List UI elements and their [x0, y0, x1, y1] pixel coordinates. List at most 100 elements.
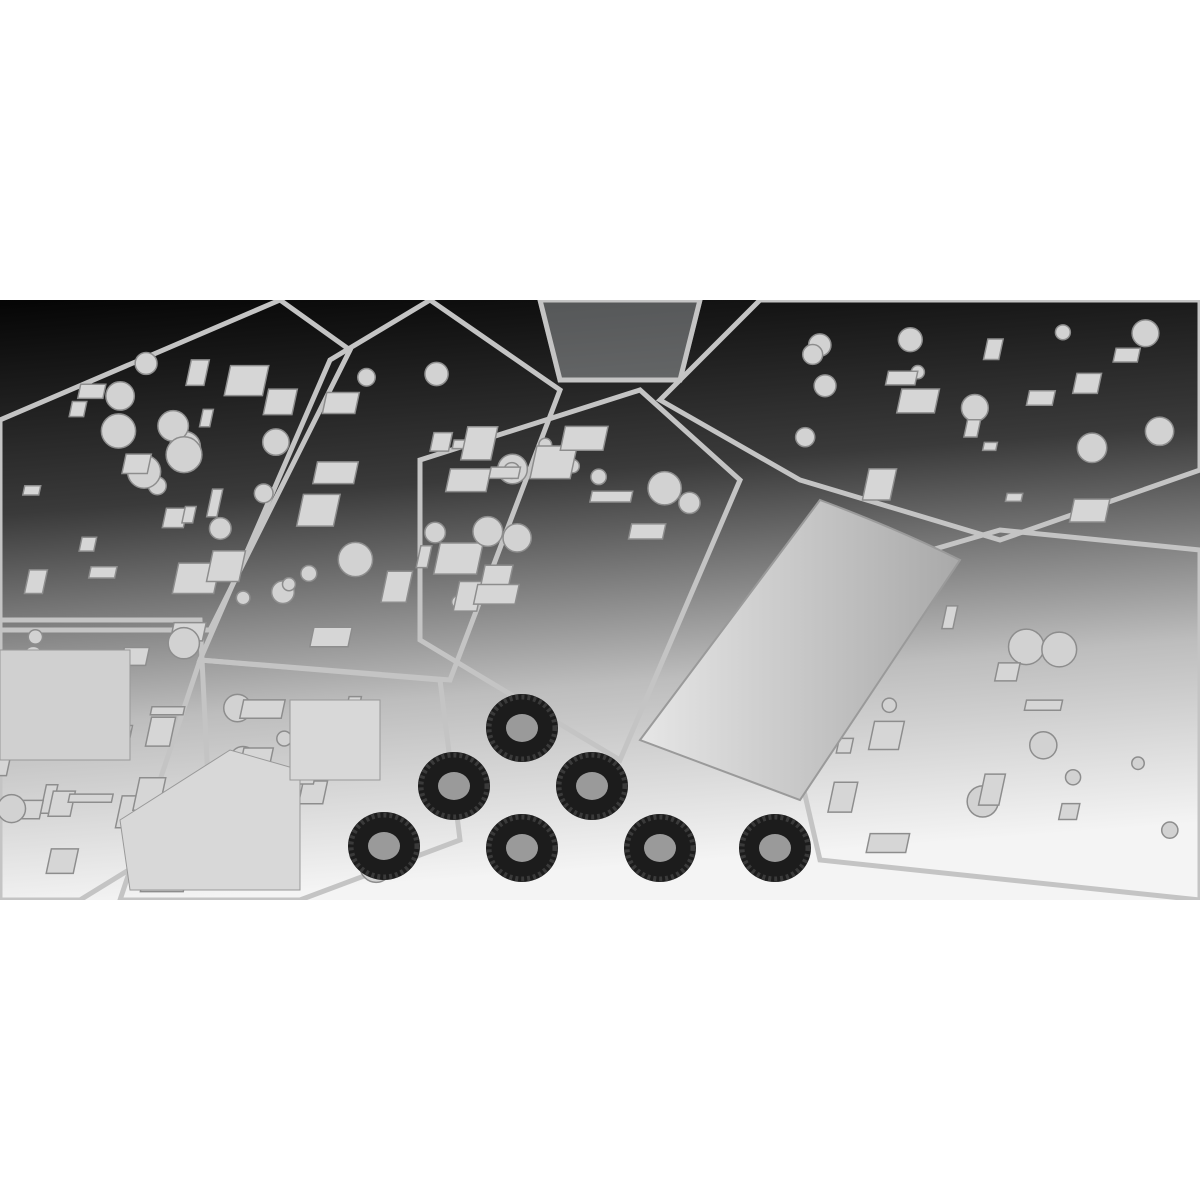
sprue-frame: [655, 300, 1200, 543]
part-round: [134, 351, 158, 376]
part-block: [963, 419, 982, 438]
tire: [486, 694, 558, 762]
part-round: [105, 380, 136, 411]
tire-hole: [576, 772, 608, 800]
tire-tread: [556, 752, 628, 820]
part-round: [253, 483, 274, 504]
part-block: [559, 425, 609, 451]
part-block: [867, 720, 906, 751]
hull-panel-part: [119, 749, 301, 891]
part-block: [444, 468, 492, 493]
part-round: [356, 367, 377, 387]
tire-hole: [438, 772, 470, 800]
part-round: [100, 413, 137, 449]
part-block: [21, 484, 42, 496]
sprue-frame: [537, 300, 703, 383]
part-block: [1112, 347, 1142, 363]
part-block: [827, 781, 859, 813]
part-block: [1057, 802, 1081, 821]
part-round: [1160, 821, 1179, 840]
tire-tread: [739, 814, 811, 882]
part-block: [262, 388, 299, 416]
part-round: [1054, 324, 1072, 341]
part-block: [1071, 372, 1103, 395]
part-round: [208, 516, 232, 541]
tires: [348, 694, 811, 882]
part-block: [1068, 498, 1111, 523]
part-block: [982, 338, 1005, 361]
part-round: [1076, 432, 1108, 464]
part-block: [185, 359, 211, 387]
sprue-frame: [417, 387, 744, 764]
sprue-frames: [0, 300, 1200, 900]
part-block: [76, 383, 107, 400]
part-block: [1023, 699, 1064, 711]
part-block: [977, 773, 1007, 806]
part-round: [0, 793, 27, 824]
part-round: [261, 428, 290, 457]
part-round: [1131, 756, 1145, 771]
part-round: [424, 361, 449, 387]
tire: [739, 814, 811, 882]
part-block: [993, 662, 1022, 682]
part-round: [1064, 768, 1082, 786]
canopy-cover-part: [638, 498, 962, 802]
part-round: [897, 326, 923, 353]
part-block: [861, 468, 898, 501]
tire: [556, 752, 628, 820]
part-block: [1025, 389, 1057, 407]
tire: [348, 812, 420, 880]
part-block: [415, 544, 433, 569]
part-block: [429, 431, 454, 452]
tire: [486, 814, 558, 882]
tire-hole: [506, 834, 538, 862]
part-block: [588, 490, 634, 503]
part-block: [1004, 492, 1024, 503]
tire: [418, 752, 490, 820]
part-block: [884, 370, 919, 386]
part-block: [895, 388, 941, 414]
part-block: [940, 605, 959, 630]
part-block: [78, 536, 98, 552]
part-round: [813, 374, 837, 398]
part-round: [167, 626, 201, 660]
part-block: [459, 426, 499, 461]
part-block: [149, 705, 186, 716]
part-block: [981, 441, 999, 452]
part-block: [23, 569, 49, 595]
tire-tread: [486, 694, 558, 762]
sprue-frame: [0, 300, 354, 633]
tire-tread: [624, 814, 696, 882]
part-round: [794, 426, 816, 448]
part-round: [881, 697, 898, 714]
part-round: [590, 468, 608, 486]
box-part: [289, 699, 381, 781]
part-block: [472, 583, 521, 605]
part-block: [865, 832, 911, 854]
tire-tread: [486, 814, 558, 882]
part-block: [121, 453, 153, 475]
part-round: [1029, 730, 1058, 760]
part-round: [1131, 319, 1160, 348]
part-block: [68, 400, 88, 418]
part-block: [180, 505, 198, 524]
part-round: [300, 564, 318, 583]
tire-hole: [368, 832, 400, 860]
tire-hole: [506, 714, 538, 742]
tire-tread: [418, 752, 490, 820]
part-round: [165, 436, 203, 474]
part-block: [297, 780, 329, 805]
tire-hole: [644, 834, 676, 862]
part-round: [1041, 631, 1078, 668]
part-block: [67, 793, 115, 803]
tire-tread: [348, 812, 420, 880]
part-block: [45, 848, 80, 875]
part-block: [295, 493, 342, 527]
part-round: [1007, 628, 1045, 666]
part-block: [198, 408, 215, 428]
part-block: [432, 542, 485, 575]
part-block: [87, 566, 118, 579]
part-block: [529, 445, 578, 480]
part-round: [472, 515, 504, 548]
part-block: [308, 626, 354, 648]
